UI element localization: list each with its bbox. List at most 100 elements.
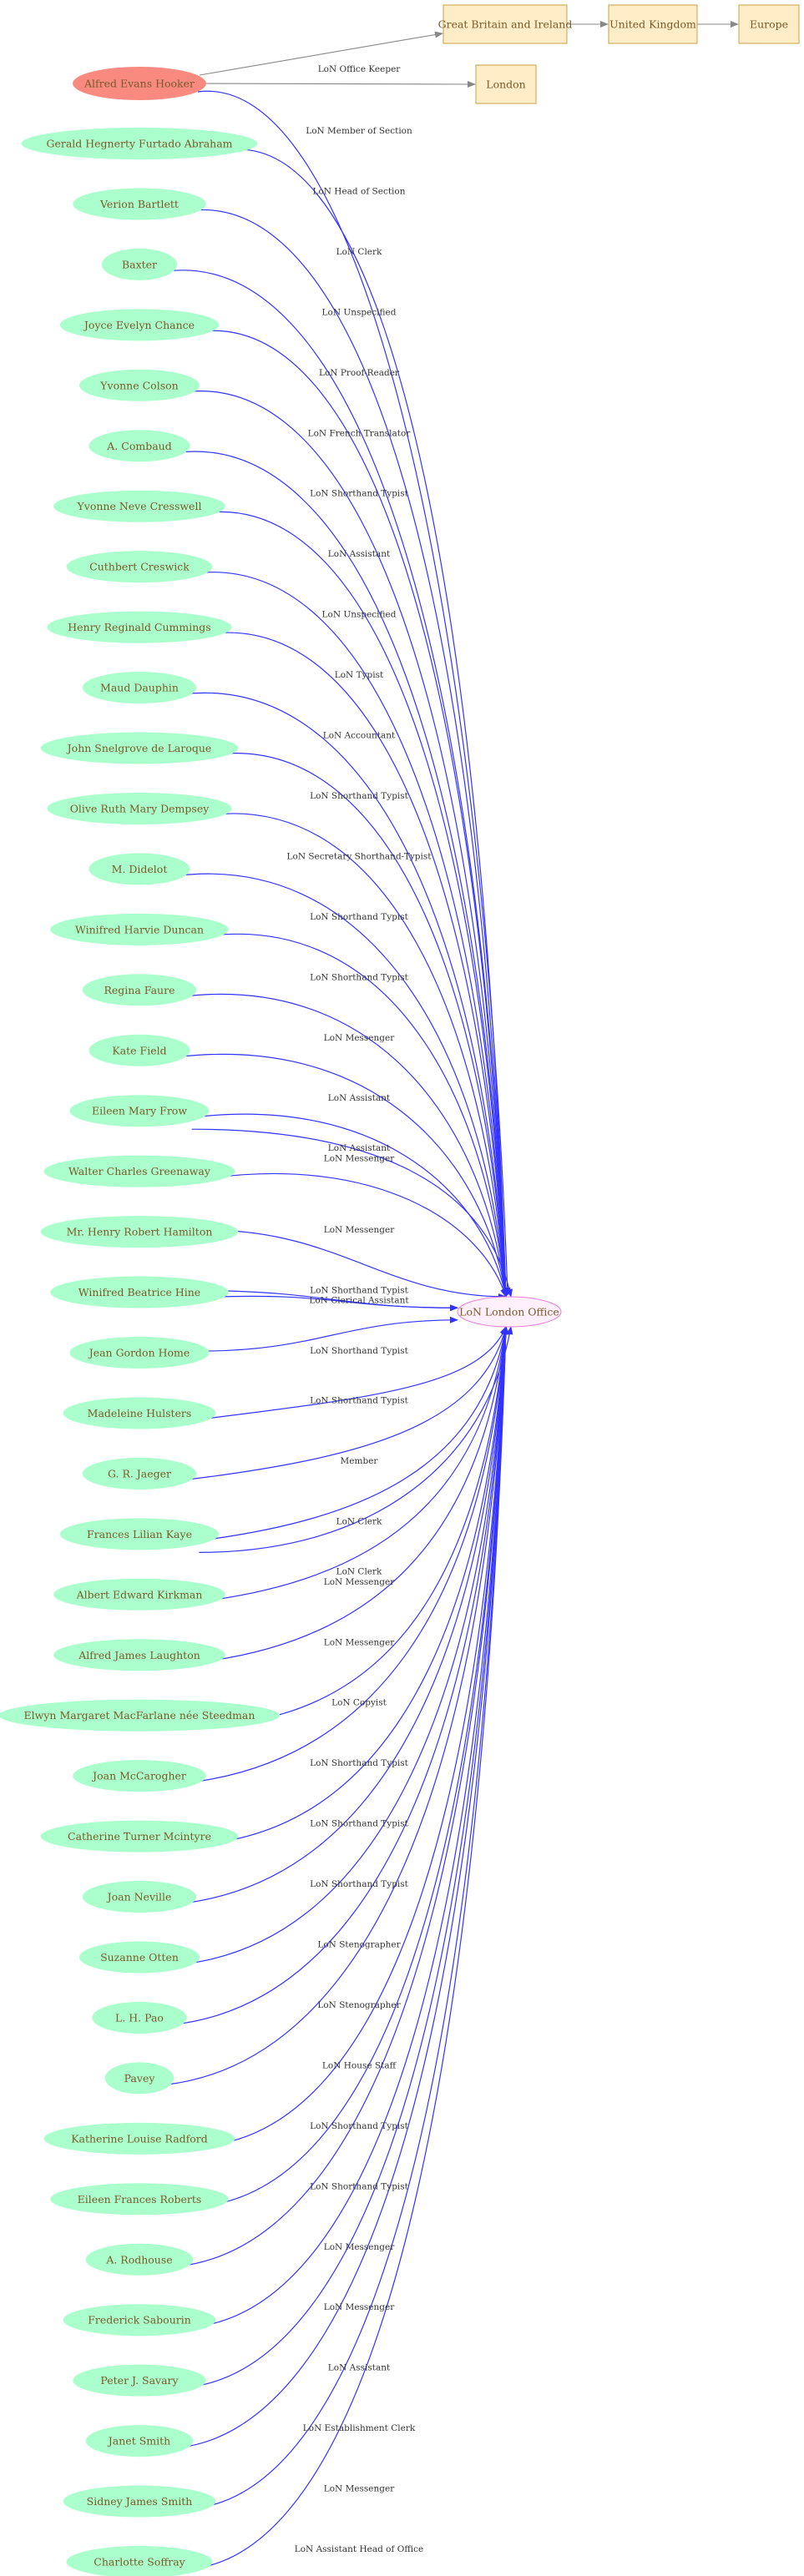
edge-joan-mccarogher-to-hub [189, 1326, 509, 1783]
person-label: Jean Gordon Home [88, 1347, 190, 1359]
person-node-joan-neville[interactable]: Joan Neville [82, 1881, 197, 1913]
edge-winifred-harvie-duncan-to-hub [205, 933, 509, 1298]
person-label: Mr. Henry Robert Hamilton [67, 1226, 213, 1238]
person-node-winifred-beatrice-hine[interactable]: Winifred Beatrice Hine [50, 1276, 229, 1308]
person-ellipse [40, 732, 239, 764]
person-label: Eileen Mary Frow [92, 1105, 187, 1117]
place-node-europe[interactable]: Europe [738, 4, 800, 44]
place-label: Europe [750, 18, 788, 31]
person-ellipse [43, 1155, 235, 1187]
place-node-united-kingdom[interactable]: United Kingdom [608, 4, 698, 44]
edge-peter-j-savary-to-hub [189, 1326, 509, 2388]
person-node-pavey[interactable]: Pavey [104, 2062, 174, 2095]
person-label: Sidney James Smith [87, 2495, 193, 2508]
person-node-maud-dauphin[interactable]: Maud Dauphin [82, 672, 197, 704]
person-node-kate-field[interactable]: Kate Field [88, 1034, 190, 1066]
person-node-joyce-evelyn-chance[interactable]: Joyce Evelyn Chance [59, 309, 220, 341]
focus-person-label: Alfred Evans Hooker [83, 78, 195, 90]
person-label: Katherine Louise Radford [71, 2132, 208, 2145]
edge-albert-edward-kirkman-to-hub-label: LoN Messenger [324, 1577, 395, 1587]
person-node-winifred-harvie-duncan[interactable]: Winifred Harvie Duncan [50, 913, 229, 945]
edge-joyce-evelyn-chance-to-hub [199, 330, 509, 1298]
edge-john-snelgrove-de-laroque-to-hub-label: LoN Accountant [323, 731, 396, 741]
edge-g-r-jaeger-to-hub-label: Member [341, 1456, 379, 1466]
person-label: Joan McCarogher [91, 1770, 186, 1782]
person-node-olive-ruth-mary-dempsey[interactable]: Olive Ruth Mary Dempsey [47, 792, 232, 824]
edge-focus-person-to-hub-label: LoN Office Keeper [318, 64, 402, 74]
person-node-gerald-hegnerty-furtado-abraham[interactable]: Gerald Hegnerty Furtado Abraham [21, 128, 258, 159]
person-node-verion-bartlett[interactable]: Verion Bartlett [73, 188, 206, 220]
edge-suzanne-otten-to-hub [184, 1326, 509, 1965]
person-node-baxter[interactable]: Baxter [101, 248, 178, 280]
edge-catherine-turner-mcintyre-to-hub-label: LoN Shorthand Typist [310, 1819, 409, 1829]
person-node-madeleine-hulsters[interactable]: Madeleine Hulsters [63, 1397, 216, 1429]
person-node-walter-charles-greenaway[interactable]: Walter Charles Greenaway [43, 1155, 235, 1187]
person-ellipse [73, 188, 206, 220]
person-node-alfred-james-laughton[interactable]: Alfred James Laughton [53, 1639, 225, 1671]
person-node-cuthbert-creswick[interactable]: Cuthbert Creswick [66, 551, 213, 583]
person-node-yvonne-neve-cresswell[interactable]: Yvonne Neve Cresswell [53, 490, 225, 522]
person-node-mr-henry-robert-hamilton[interactable]: Mr. Henry Robert Hamilton [40, 1216, 239, 1248]
person-ellipse [0, 1699, 281, 1732]
edge-regina-faure-to-hub-label: LoN Shorthand Typist [310, 972, 409, 982]
edge-winifred-beatrice-hine-to-hub-2 [206, 1295, 458, 1312]
place-box [738, 4, 800, 44]
person-node-yvonne-colson[interactable]: Yvonne Colson [78, 369, 200, 401]
person-label: Joan Neville [106, 1891, 172, 1903]
edge-l-h-pao-to-hub [174, 1326, 509, 2025]
person-ellipse [73, 2364, 206, 2397]
edge-eileen-mary-frow-to-hub-2 [191, 1128, 513, 1298]
person-node-peter-j-savary[interactable]: Peter J. Savary [73, 2364, 206, 2397]
edge-peter-j-savary-to-hub-label: LoN Assistant [328, 2363, 391, 2373]
person-node-charlotte-soffray[interactable]: Charlotte Soffray [66, 2546, 213, 2576]
person-node-frederick-sabourin[interactable]: Frederick Sabourin [63, 2304, 216, 2337]
person-ellipse [88, 1034, 190, 1066]
edge-baxter-to-hub-label: LoN Clerk [336, 247, 382, 257]
edges-layer [164, 21, 739, 2569]
person-node-eileen-frances-roberts[interactable]: Eileen Frances Roberts [50, 2183, 229, 2216]
edge-cuthbert-creswick-to-hub-label: LoN Assistant [328, 549, 391, 559]
person-node-john-snelgrove-de-laroque[interactable]: John Snelgrove de Laroque [40, 732, 239, 764]
place-node-london[interactable]: London [475, 64, 537, 104]
edge-regina-faure-to-hub [182, 993, 508, 1298]
edge-john-snelgrove-de-laroque-to-hub [213, 753, 509, 1298]
person-node-henry-reginald-cummings[interactable]: Henry Reginald Cummings [47, 611, 232, 643]
person-node-a-rodhouse[interactable]: A. Rodhouse [85, 2243, 194, 2276]
person-label: Maud Dauphin [100, 682, 179, 694]
person-node-albert-edward-kirkman[interactable]: Albert Edward Kirkman [53, 1578, 225, 1611]
person-node-g-r-jaeger[interactable]: G. R. Jaeger [82, 1457, 197, 1490]
person-node-catherine-turner-mcintyre[interactable]: Catherine Turner Mcintyre [40, 1820, 239, 1853]
edge-jean-gordon-home-to-hub [191, 1316, 458, 1352]
edge-a-combaud-to-hub [177, 451, 509, 1298]
place-node-great-britain-and-ireland[interactable]: Great Britain and Ireland [438, 4, 573, 44]
person-node-joan-mccarogher[interactable]: Joan McCarogher [73, 1760, 206, 1792]
person-node-l-h-pao[interactable]: L. H. Pao [92, 2001, 187, 2034]
edge-yvonne-neve-cresswell-to-hub [204, 511, 509, 1298]
person-node-m-didelot[interactable]: M. Didelot [88, 853, 190, 885]
edge-maud-dauphin-to-hub-label: LoN Typist [335, 670, 384, 680]
person-label: Regina Faure [104, 984, 175, 996]
edge-focus-to-gbi [199, 31, 443, 76]
person-node-sidney-james-smith[interactable]: Sidney James Smith [63, 2485, 216, 2518]
person-node-a-combaud[interactable]: A. Combaud [88, 430, 190, 462]
person-node-suzanne-otten[interactable]: Suzanne Otten [78, 1941, 200, 1974]
person-node-janet-smith[interactable]: Janet Smith [85, 2425, 194, 2458]
person-ellipse [78, 1941, 200, 1974]
person-ellipse [59, 1518, 220, 1550]
focus-person-node[interactable]: Alfred Evans Hooker [73, 67, 206, 100]
place-box [475, 64, 537, 104]
person-node-elwyn-margaret-macfarlane-nee-steedman[interactable]: Elwyn Margaret MacFarlane née Steedman [0, 1699, 281, 1732]
person-node-frances-lilian-kaye[interactable]: Frances Lilian Kaye [59, 1518, 220, 1550]
edge-madeleine-hulsters-to-hub-label: LoN Shorthand Typist [310, 1395, 409, 1405]
person-node-eileen-mary-frow[interactable]: Eileen Mary Frow [69, 1095, 210, 1127]
person-node-regina-faure[interactable]: Regina Faure [82, 974, 197, 1006]
edge-m-didelot-to-hub-label: LoN Secretary Shorthand-Typist [287, 851, 432, 861]
person-node-katherine-louise-radford[interactable]: Katherine Louise Radford [43, 2122, 235, 2155]
edge-yvonne-colson-to-hub [184, 391, 509, 1298]
hub-node-lon-london-office[interactable]: LoN London Office [457, 1296, 562, 1328]
edge-yvonne-colson-to-hub-label: LoN Proof-Reader [319, 368, 400, 378]
person-node-jean-gordon-home[interactable]: Jean Gordon Home [69, 1337, 210, 1369]
person-ellipse [40, 1820, 239, 1853]
person-label: Olive Ruth Mary Dempsey [70, 802, 210, 814]
